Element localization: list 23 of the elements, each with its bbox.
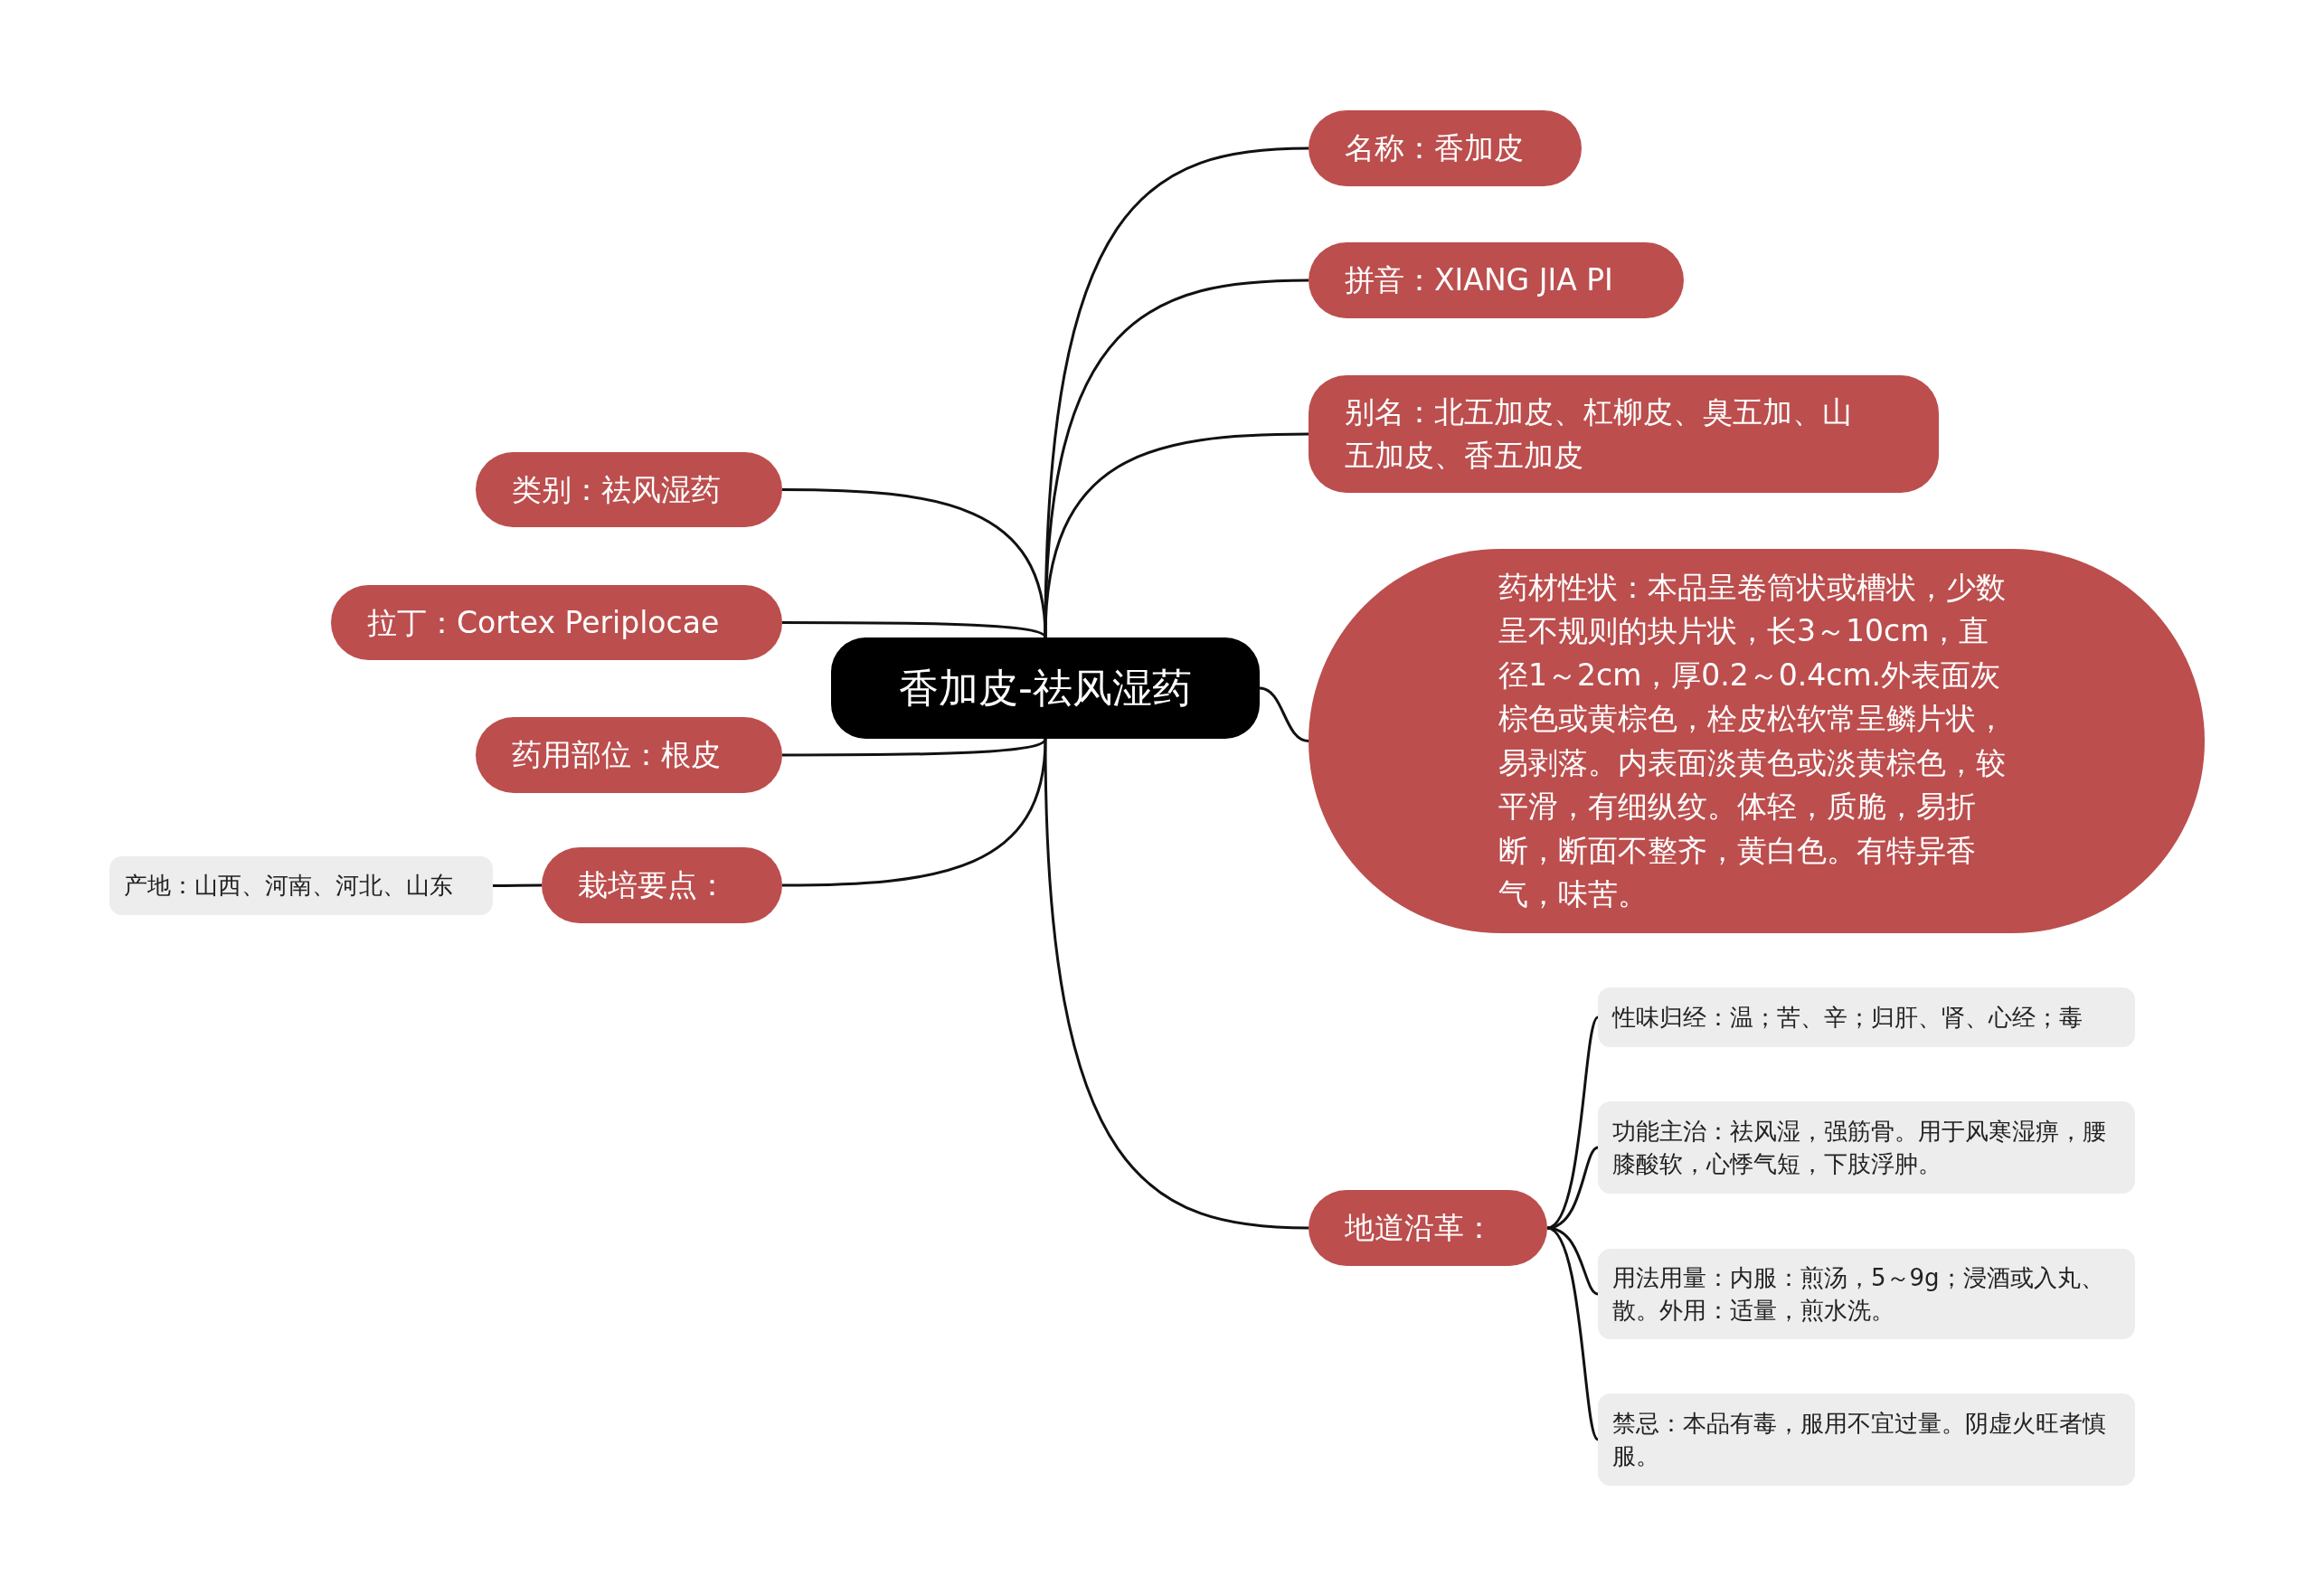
topic-pill: 地道沿革： <box>1309 1190 1547 1266</box>
topic-pill: 别名：北五加皮、杠柳皮、臭五加、山五加皮、香五加皮 <box>1309 375 1939 493</box>
topic-pill: 药用部位：根皮 <box>476 717 782 793</box>
topic-pill: 拼音：XIANG JIA PI <box>1309 242 1684 318</box>
topic-pill: 名称：香加皮 <box>1309 110 1582 186</box>
connector-line <box>1044 738 1309 1230</box>
detail-card: 用法用量：内服：煎汤，5～9g；浸酒或入丸、散。外用：适量，煎水洗。 <box>1598 1249 2135 1339</box>
connector-line <box>1546 1146 1599 1230</box>
detail-card: 功能主治：祛风湿，强筋骨。用于风寒湿痹，腰膝酸软，心悸气短，下肢浮肿。 <box>1598 1101 2135 1194</box>
detail-card: 禁忌：本品有毒，服用不宜过量。阴虚火旺者慎服。 <box>1598 1393 2135 1486</box>
connector-line <box>1546 1226 1600 1440</box>
topic-pill: 栽培要点： <box>542 847 782 923</box>
topic-pill: 类别：祛风湿药 <box>476 452 782 527</box>
connector-line <box>1044 432 1309 638</box>
topic-pill: 药材性状：本品呈卷筒状或槽状，少数呈不规则的块片状，长3～10cm，直径1～2cm，厚0.2～0.4cm.外表面灰棕色或黄棕色，栓皮松软常呈鳞片状，易剥落。内表面淡黄色或淡黄棕色，较平滑，有细纵纹。体轻，质脆，易折断，断面不整齐，黄白色。有特异香气，味苦。 <box>1309 549 2205 933</box>
topic-pill: 拉丁：Cortex Periplocae <box>331 585 782 660</box>
connector-line <box>493 883 542 887</box>
connector-line <box>782 738 1047 887</box>
connector-line <box>1259 686 1309 742</box>
detail-card: 性味归经：温；苦、辛；归肝、肾、心经；毒 <box>1598 987 2135 1047</box>
central-topic: 香加皮-祛风湿药 <box>831 637 1260 739</box>
detail-card: 产地：山西、河南、河北、山东 <box>109 856 493 915</box>
connector-line <box>782 621 1047 638</box>
